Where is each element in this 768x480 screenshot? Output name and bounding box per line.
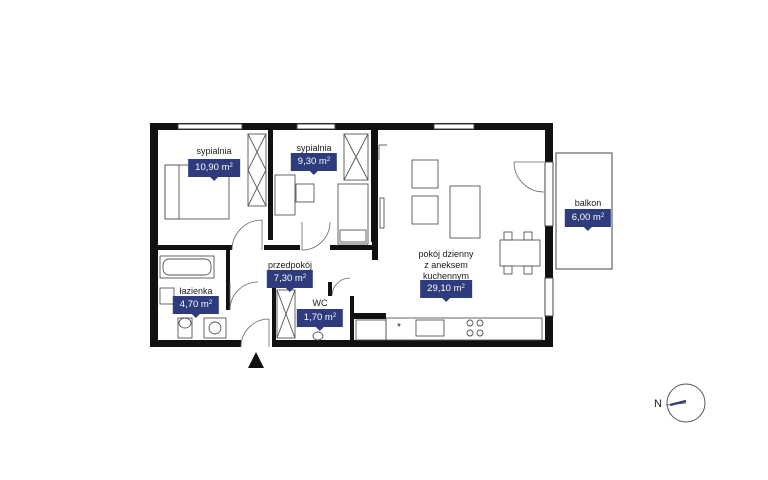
- living-room-name-line-2: z aneksem: [424, 260, 468, 270]
- area-badge-bathroom: 4,70 m2: [172, 296, 220, 318]
- entrance-arrow-icon: [248, 352, 264, 368]
- compass-north-label: N: [654, 398, 662, 410]
- area-badge-balcony: 6,00 m2: [564, 209, 612, 231]
- room-name-balcony: balkon: [574, 198, 602, 208]
- windows: [177, 123, 554, 317]
- room-name-bathroom: łazienka: [179, 286, 213, 296]
- area-badge-bedroom-1: 10,90 m2: [188, 159, 240, 181]
- room-name-living-room: pokój dzienny z aneksem kuchennym: [418, 249, 473, 282]
- room-name-bedroom-2: sypialnia: [296, 143, 332, 153]
- outer-walls: [150, 123, 553, 347]
- room-name-bedroom-1: sypialnia: [196, 146, 232, 156]
- compass-icon: [665, 383, 706, 423]
- area-badge-bedroom-2: 9,30 m2: [290, 153, 338, 175]
- living-room-name-line-1: pokój dzienny: [418, 249, 474, 259]
- room-name-hallway: przedpokój: [267, 260, 313, 270]
- living-room-name-line-3: kuchennym: [422, 271, 470, 281]
- area-badge-wc: 1,70 m2: [296, 309, 344, 331]
- area-badge-living-room: 29,10 m2: [420, 280, 472, 302]
- asterisk-icon: *: [397, 322, 401, 333]
- furniture: [159, 133, 543, 341]
- doors: [229, 161, 545, 348]
- area-badge-hallway: 7,30 m2: [266, 270, 314, 292]
- balcony-outline: [555, 152, 613, 270]
- room-name-wc: WC: [312, 298, 328, 308]
